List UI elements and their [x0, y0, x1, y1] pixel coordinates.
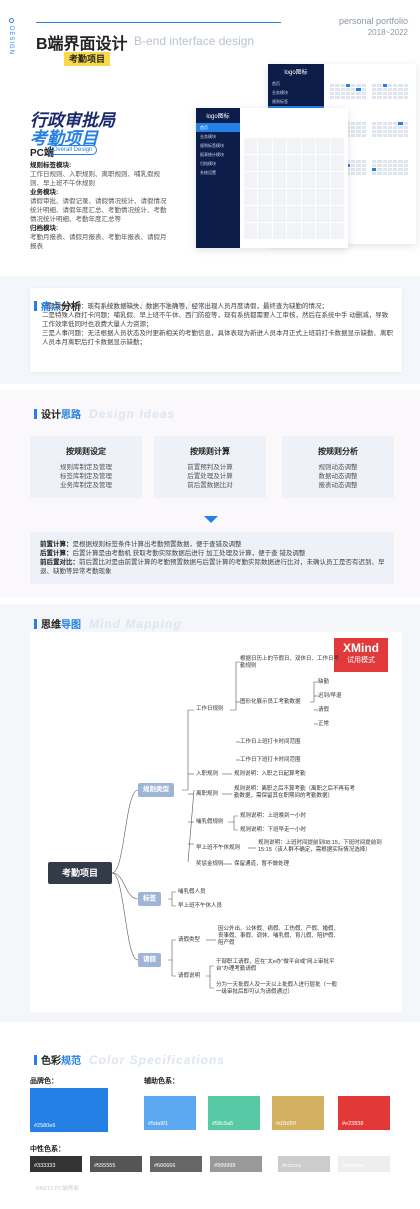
- idea-card-analysis: 按规则分析 规则动态调整 数据动态调整 报表动态调整: [282, 436, 394, 498]
- mind-node-leave: 请假: [138, 953, 161, 967]
- hero-heading-2: 考勤项目: [30, 129, 98, 148]
- mind-leaf: 规则说明：下班早走一小时: [240, 827, 307, 833]
- ideas-heading: 设计思路 Design Ideas: [34, 406, 175, 421]
- idea-card-calc: 按规则计算 前置预判及计算 后置处理及计算 前后置数据比对: [154, 436, 266, 498]
- mind-leaf: 缺勤: [318, 679, 330, 685]
- neutral-swatch: #eeeeee: [338, 1156, 390, 1172]
- mind-leaf: 图形化展示员工考勤数据: [240, 699, 301, 705]
- mindmap-section: 思维导图 Mind Mapping: [0, 604, 420, 1022]
- neutral-color-label: 中性色系：: [30, 1146, 65, 1153]
- mind-leaf: 工作日上班打卡时间范围: [240, 739, 301, 745]
- mind-leaf: 离职规则: [196, 791, 219, 797]
- mock-calendar-4: [372, 122, 408, 137]
- idea-summary-text: 前置计算：是根据规则标签条件计算出考勤预置数据，便于查错及调整 后置计算：后置计…: [40, 541, 385, 575]
- mind-leaf: 保留通道，暂不做处理: [234, 861, 290, 867]
- hero-section: DESIGN B端界面设计 B-end interface design 考勤项…: [0, 0, 420, 272]
- mock-month-grid: [244, 138, 344, 239]
- neutral-swatch: #555555: [90, 1156, 142, 1172]
- pain-card: [30, 288, 402, 372]
- mind-leaf: 规则说明：上班晚到一小时: [240, 813, 307, 819]
- color-heading: 色彩规范 Color Specifications: [34, 1052, 225, 1067]
- mind-leaf: 请假: [318, 707, 330, 713]
- mind-leaf: 哺乳假人员: [178, 889, 206, 895]
- mindmap-connectors: [111, 661, 318, 989]
- mock-calendar-1: [330, 84, 366, 99]
- mind-leaf: 干部职工请假，应在“太e办”微平台或“网上审批平台”办理考勤请假: [216, 959, 335, 972]
- aux-swatch: #d2b05f: [272, 1096, 324, 1130]
- neutral-swatch: #666666: [150, 1156, 202, 1172]
- mock-calendar-6: [372, 160, 408, 175]
- mind-leaf: 哺乳假规则: [196, 819, 224, 825]
- mind-leaf: 规则说明：上班时间提前到08:15，下班时间提前到15:15（该人群不确定，需根…: [258, 840, 382, 853]
- aux-swatch: #5da9f1: [144, 1096, 196, 1130]
- mock-screen-month: logo图标 首页 业务模块 规则标签模块 报表统计模块 归档模块 系统设置: [196, 108, 348, 248]
- mind-leaf: 早上班不午休人员: [178, 903, 223, 909]
- mind-leaf: 请假说明: [178, 973, 201, 979]
- vertical-text: DESIGN: [8, 26, 14, 56]
- neutral-swatch: #cccccc: [278, 1156, 330, 1172]
- pain-text: 一是数据问题：现有系统数据缺失、数据不准确等，经常出现人员月度请假，最终查为缺勤…: [42, 303, 393, 346]
- footer-label: PART2.PC端界面: [36, 1186, 79, 1192]
- idea-card-setting: 按规则设定 规则库制定及管理 标签库制定及管理 业务库制定及管理: [30, 436, 142, 498]
- mind-leaf: 规则说明：入职之日起算考勤: [234, 771, 306, 777]
- hero-heading-1: 行政审批局: [30, 111, 115, 130]
- mind-leaf: 工作日下班打卡时间范围: [240, 757, 301, 763]
- mock-calendar-2: [372, 84, 408, 99]
- neutral-swatch: #333333: [30, 1156, 82, 1172]
- idea-summary-box: [30, 532, 394, 584]
- aux-swatch: #e23838: [338, 1096, 390, 1130]
- project-tag: 考勤项目: [64, 52, 111, 66]
- divider: [36, 22, 281, 23]
- mind-leaf: 入职规则: [196, 771, 219, 777]
- mind-leaf: 迟到/早退: [318, 693, 342, 699]
- platform-label: PC端: [30, 148, 54, 159]
- mind-leaf: 规则说明：离职之后不算考勤（离职之后不再有考勤数据，需保留其在职期间的考勤数据）: [234, 786, 356, 799]
- pain-section: 痛点分析 Pain Point Analysis 一是数据问题：现有系统数据缺失…: [0, 276, 420, 384]
- mind-root-node: 考勤项目: [48, 862, 112, 884]
- mindmap-canvas: [30, 632, 402, 1012]
- rules-description: 规则标签模块: 工作日规则、入职规则、离职规则、哺乳假规则、早上班不午休规则 业…: [30, 162, 167, 250]
- mind-leaf: 请假类型: [178, 937, 201, 943]
- mind-leaf: 分为一天批假人及一天以上批假人进行层批（一般一级审批后即可认为请假通过）: [216, 982, 338, 995]
- mind-leaf: 奖惩金规则: [196, 861, 224, 867]
- brand-color-label: 品牌色：: [30, 1078, 58, 1085]
- neutral-swatch: #999999: [210, 1156, 262, 1172]
- brand-swatch: #2580e6: [30, 1088, 108, 1132]
- circle-icon: [8, 18, 14, 23]
- color-section: 色彩规范 Color Specifications 品牌色： 辅助色系： 中性色…: [0, 1028, 420, 1209]
- mind-leaf: 正常: [318, 721, 330, 727]
- mind-leaf: 工作日规则: [196, 706, 224, 712]
- mock-sidebar-2: logo图标 首页 业务模块 规则标签模块 报表统计模块 归档模块 系统设置: [196, 108, 240, 248]
- aux-swatch: #58c9a5: [208, 1096, 260, 1130]
- pain-heading: 痛点分析 Pain Point Analysis: [34, 298, 219, 313]
- mind-node-rule-type: 规则类型: [138, 783, 174, 797]
- mind-leaf: 早上班不午休规则: [196, 845, 241, 851]
- page-title: B端界面设计: [36, 36, 128, 53]
- vertical-design-label: DESIGN: [4, 18, 18, 78]
- overall-design-pill: Overall Design: [48, 145, 98, 155]
- arrow-down-icon: [204, 516, 218, 523]
- mind-leaf: 因公外出、公休假、病假、工伤假、产假、婚假、丧事假、事假、调休、哺乳假、育儿假、…: [218, 926, 340, 946]
- years-label: 2018~2022: [367, 28, 408, 37]
- ideas-section: 设计思路 Design Ideas 按规则设定 规则库制定及管理 标签库制定及管…: [0, 390, 420, 598]
- aux-color-label: 辅助色系：: [144, 1078, 179, 1085]
- mind-heading: 思维导图 Mind Mapping: [34, 616, 182, 631]
- mind-node-tag: 标签: [138, 892, 161, 906]
- page-title-en: B-end interface design: [134, 34, 255, 48]
- xmind-watermark: XMind 试用模式: [334, 638, 388, 672]
- mind-leaf: 根据日历上的节假日、双休日、工作日考勤规则: [240, 656, 340, 669]
- portfolio-label: personal portfolio: [338, 16, 408, 26]
